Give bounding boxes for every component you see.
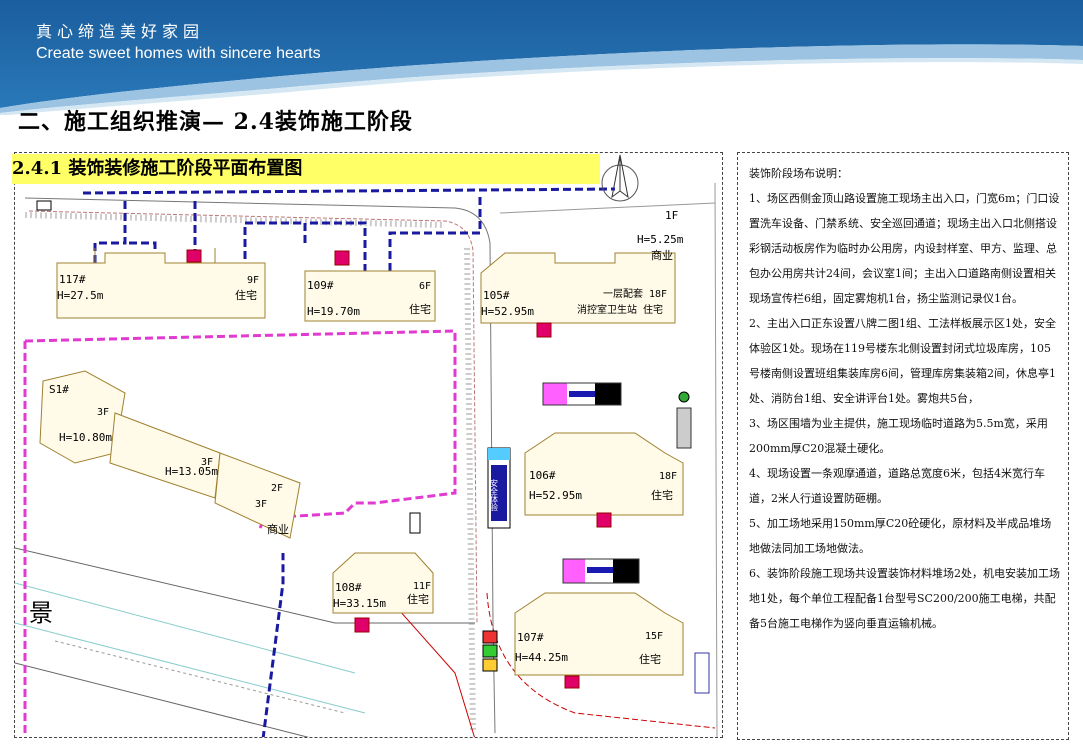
hoist-markers xyxy=(186,249,612,689)
notes-item-6: 6、装饰阶段施工现场共设置装饰材料堆场2处，机电安装加工场地1处，每个单位工程配… xyxy=(749,567,1060,630)
header-banner xyxy=(0,0,1083,115)
notes-item-5: 5、加工场地采用150mm厚C20砼硬化，原材料及半成品堆场地做法同加工场地做法… xyxy=(749,517,1052,555)
storage-units xyxy=(482,630,498,672)
b106-no: 106# xyxy=(529,469,556,482)
label-h525: H=5.25m xyxy=(637,233,684,246)
b105-height: H=52.95m xyxy=(481,305,534,318)
page-title: 二、施工组织推演— 2.4装饰施工阶段 xyxy=(18,109,413,135)
building-107 xyxy=(514,592,684,676)
notes-heading: 装饰阶段场布说明： xyxy=(749,167,848,180)
b108-no: 108# xyxy=(335,581,362,594)
site-plan-panel: 117# H=27.5m 9F 住宅 109# H=19.70m 6F 住宅 1… xyxy=(14,152,723,738)
b105-use: 消控室卫生站 住宅 xyxy=(577,303,663,316)
b105-no: 105# xyxy=(483,289,510,302)
equipment-circle xyxy=(678,391,690,403)
notes-item-4: 4、现场设置一条观摩通道，道路总宽度6米，包括4米宽行车道，2米人行道设置防砸棚… xyxy=(749,467,1045,505)
s1-mid-height: H=13.05m xyxy=(165,465,218,478)
slogan-en: Create sweet homes with sincere hearts xyxy=(36,45,321,62)
s1-right-floors2: 3F xyxy=(255,499,267,510)
building-117 xyxy=(56,248,266,319)
landscape-label: 景 xyxy=(29,599,53,627)
equipment-box-2 xyxy=(694,652,710,694)
slogan: 真心缔造美好家园 Create sweet homes with sincere… xyxy=(36,22,321,64)
legend-vertical: 安全体验 xyxy=(490,478,499,512)
material-yard-1 xyxy=(542,382,622,406)
building-s1 xyxy=(39,370,301,539)
b107-height: H=44.25m xyxy=(515,651,568,664)
b105-top: 一层配套 18F xyxy=(603,287,667,300)
slogan-cn: 真心缔造美好家园 xyxy=(36,22,205,41)
s1-right-floors: 2F xyxy=(271,483,283,494)
notes-item-3: 3、场区围墙为业主提供，施工现场临时道路为5.5m宽，采用200mm厚C20混凝… xyxy=(749,417,1048,455)
notes-item-2: 2、主出入口正东设置八牌二图1组、工法样板展示区1处，安全体验区1处。现场在11… xyxy=(749,317,1056,405)
material-yard-2 xyxy=(562,558,640,584)
b106-use: 住宅 xyxy=(651,488,673,502)
b108-height: H=33.15m xyxy=(333,597,386,610)
label-1f: 1F xyxy=(665,209,678,222)
equipment-box xyxy=(676,407,692,449)
b106-height: H=52.95m xyxy=(529,489,582,502)
b107-floors: 15F xyxy=(645,631,663,642)
notes-panel: 装饰阶段场布说明： 1、场区西侧金顶山路设置施工现场主出入口，门宽6m；门口设置… xyxy=(737,152,1069,740)
s1-floors: 3F xyxy=(97,407,109,418)
b117-use: 住宅 xyxy=(235,288,257,302)
b109-use: 住宅 xyxy=(409,302,431,316)
s1-use: 商业 xyxy=(267,522,289,536)
building-105 xyxy=(480,252,676,324)
b117-floors: 9F xyxy=(247,275,259,286)
b109-no: 109# xyxy=(307,279,334,292)
b109-height: H=19.70m xyxy=(307,305,360,318)
b106-floors: 18F xyxy=(659,471,677,482)
s1-height: H=10.80m xyxy=(59,431,112,444)
b107-no: 107# xyxy=(517,631,544,644)
b109-floors: 6F xyxy=(419,281,431,292)
b107-use: 住宅 xyxy=(639,652,661,666)
north-arrow-icon xyxy=(601,154,639,202)
label-shangye: 商业 xyxy=(651,248,673,262)
b117-no: 117# xyxy=(59,273,86,286)
site-plan-drawing: 117# H=27.5m 9F 住宅 109# H=19.70m 6F 住宅 1… xyxy=(15,154,718,737)
section-title: 2.4.1 装饰装修施工阶段平面布置图 xyxy=(12,154,600,184)
building-108 xyxy=(332,552,434,614)
b108-use: 住宅 xyxy=(407,592,429,606)
building-109 xyxy=(304,270,436,322)
entrance-icon xyxy=(36,200,52,211)
b108-floors: 11F xyxy=(413,581,431,592)
s1-no: S1# xyxy=(49,383,69,396)
building-106 xyxy=(524,432,684,516)
s1-mid-floors: 3F xyxy=(201,457,213,468)
b117-height: H=27.5m xyxy=(57,289,104,302)
notes-item-1: 1、场区西侧金顶山路设置施工现场主出入口，门宽6m；门口设置洗车设备、门禁系统、… xyxy=(749,192,1060,305)
